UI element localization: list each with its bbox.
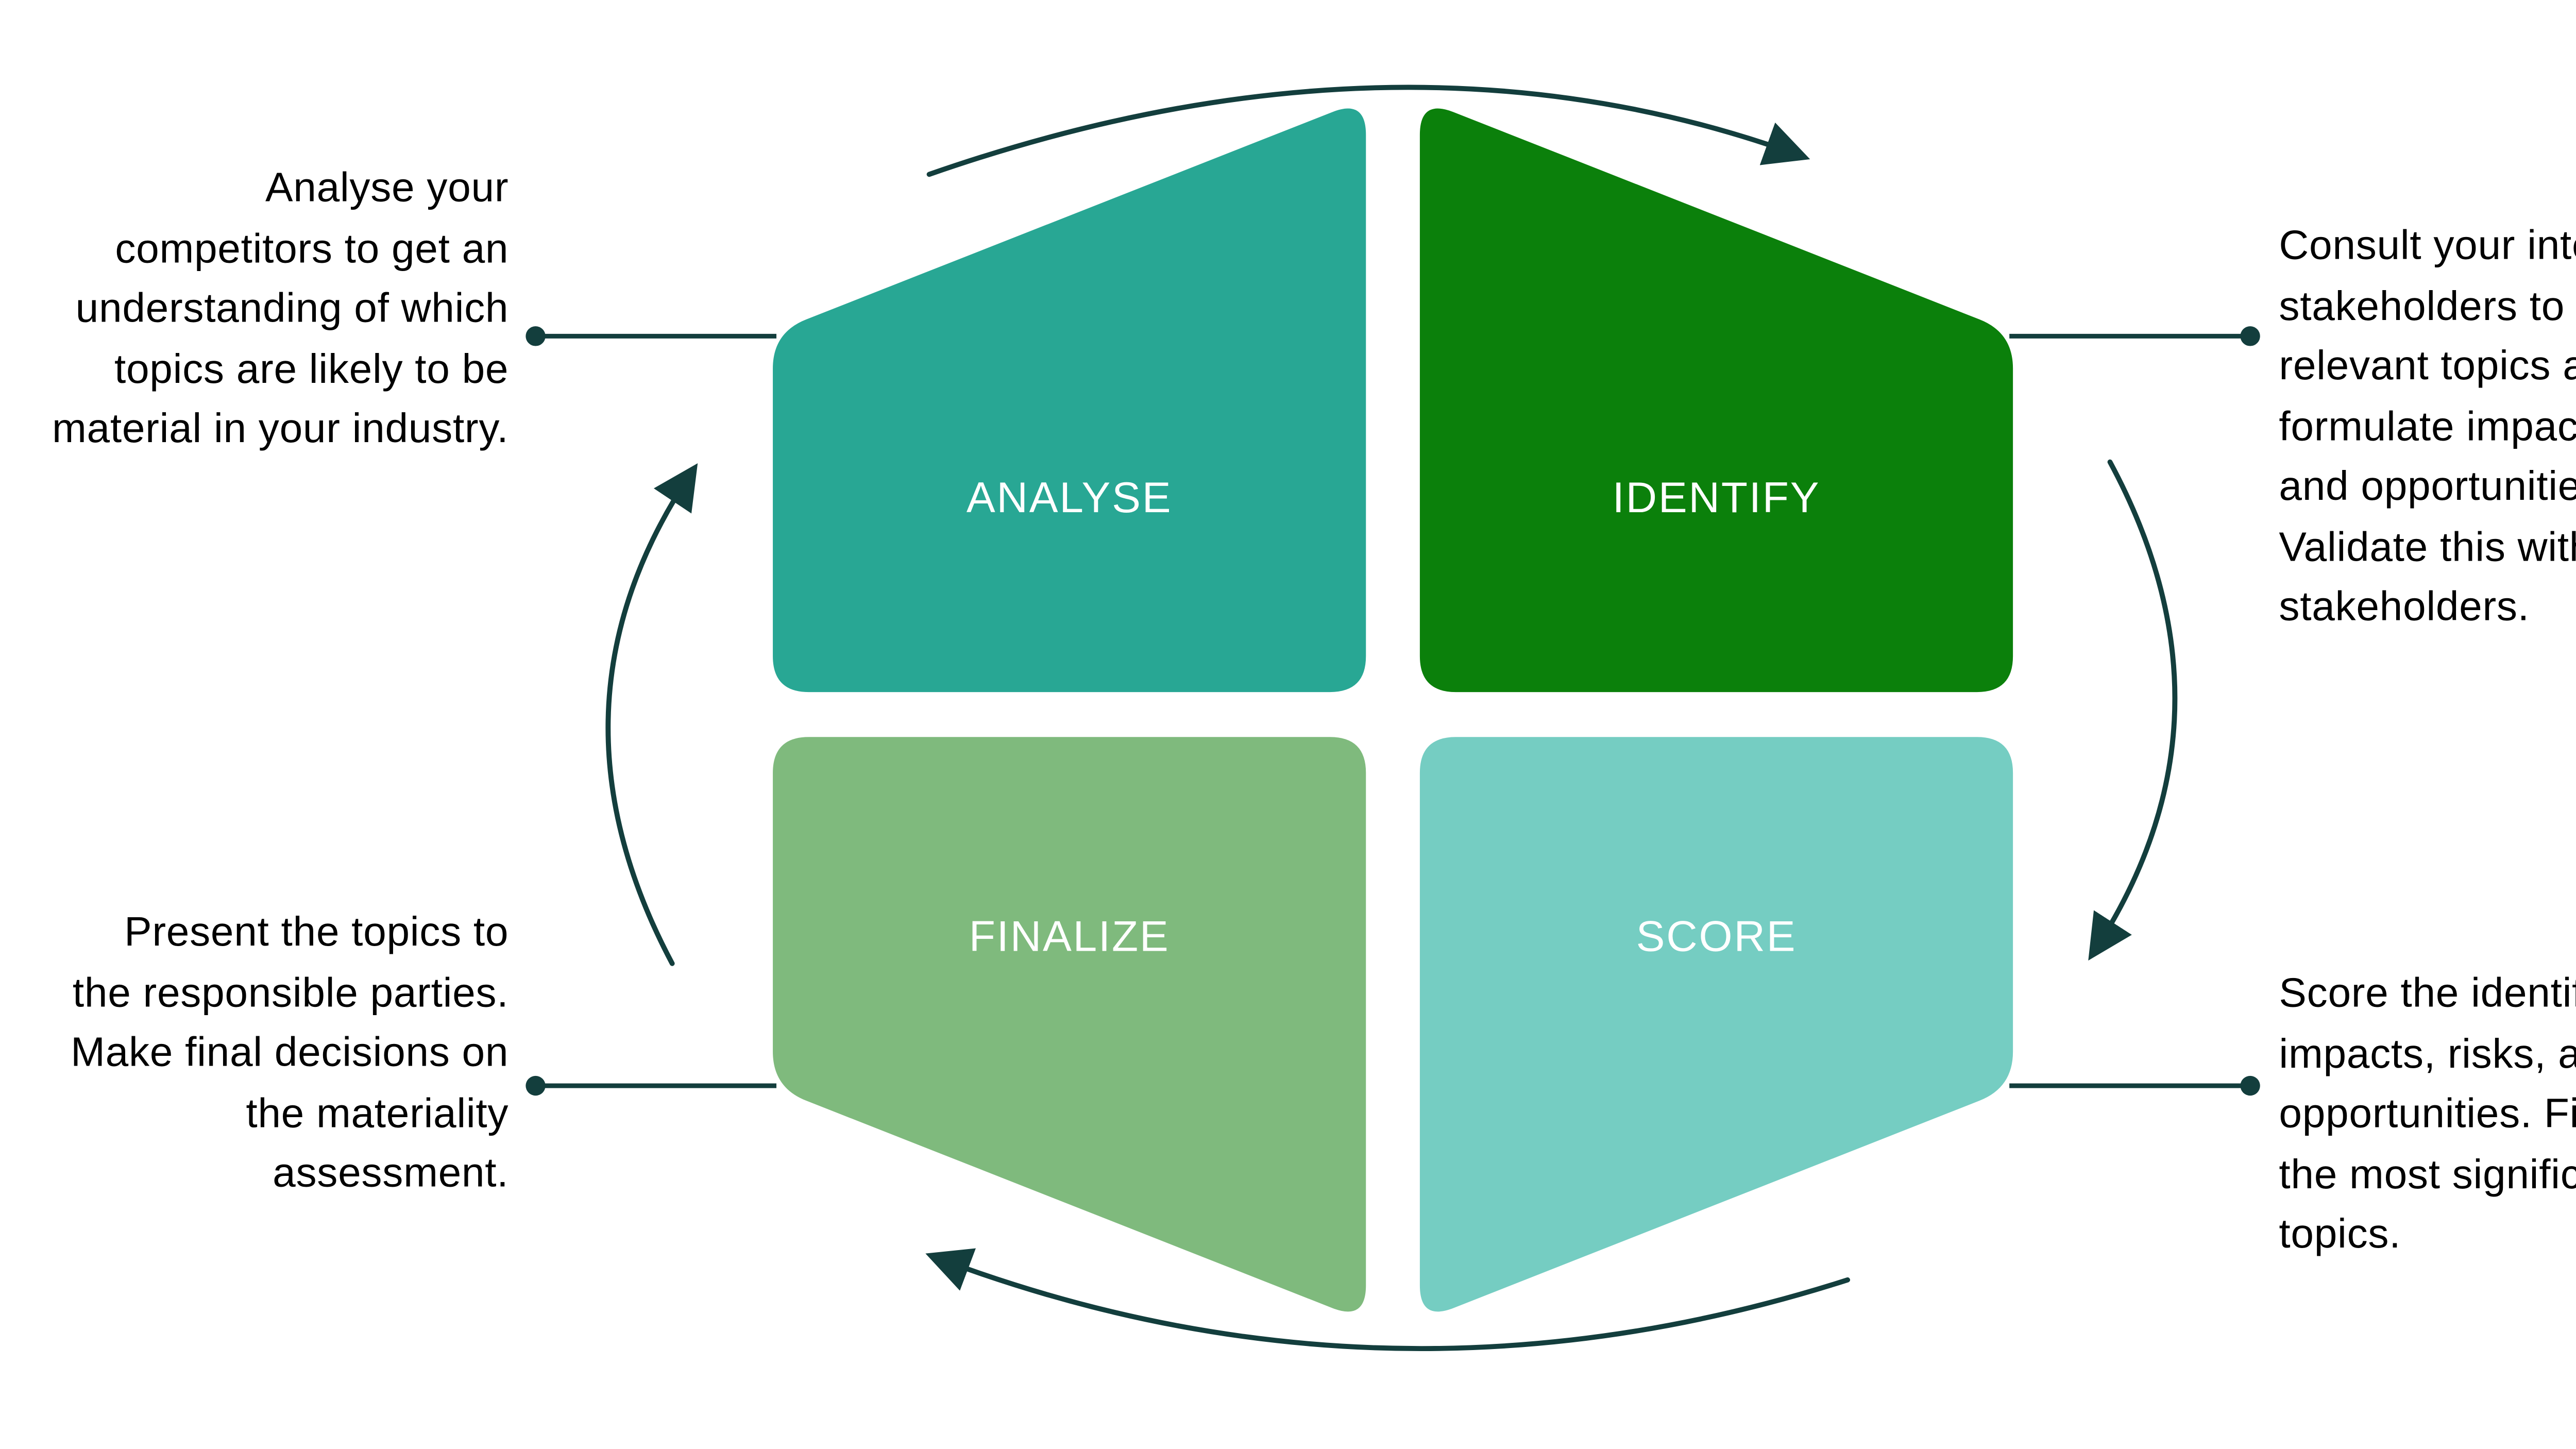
cycle-arrows — [605, 85, 2178, 1351]
step-analyse-label: ANALYSE — [966, 474, 1173, 524]
arrow-analyse-to-identify-icon — [926, 85, 1810, 177]
step-identify-shape — [1419, 108, 2013, 693]
step-finalize-label: FINALIZE — [969, 913, 1170, 962]
step-score-shape — [1419, 737, 2013, 1312]
arrow-finalize-to-analyse-icon — [605, 463, 698, 966]
connector-lines — [535, 333, 2250, 1088]
connector-dot-analyse — [526, 326, 546, 346]
step-analyse-shape — [773, 108, 1366, 693]
step-identify-label: IDENTIFY — [1612, 474, 1821, 524]
connector-dot-identify — [2240, 326, 2260, 346]
connector-dot-finalize — [526, 1075, 546, 1096]
arrow-identify-to-score-icon — [2088, 459, 2178, 961]
description-finalize: Present the topics to the responsible pa… — [71, 907, 509, 1195]
description-identify: Consult your internal stakeholders to id… — [2279, 221, 2576, 629]
description-analyse: Analyse your competitors to get an under… — [52, 163, 509, 451]
connector-dot-score — [2240, 1075, 2260, 1096]
connector-dots — [526, 326, 2260, 1096]
step-finalize-shape — [773, 737, 1366, 1312]
description-score: Score the identified impacts, risks, and… — [2279, 969, 2576, 1257]
arrow-score-to-finalize-icon — [925, 1248, 1851, 1351]
step-score-label: SCORE — [1636, 913, 1797, 962]
